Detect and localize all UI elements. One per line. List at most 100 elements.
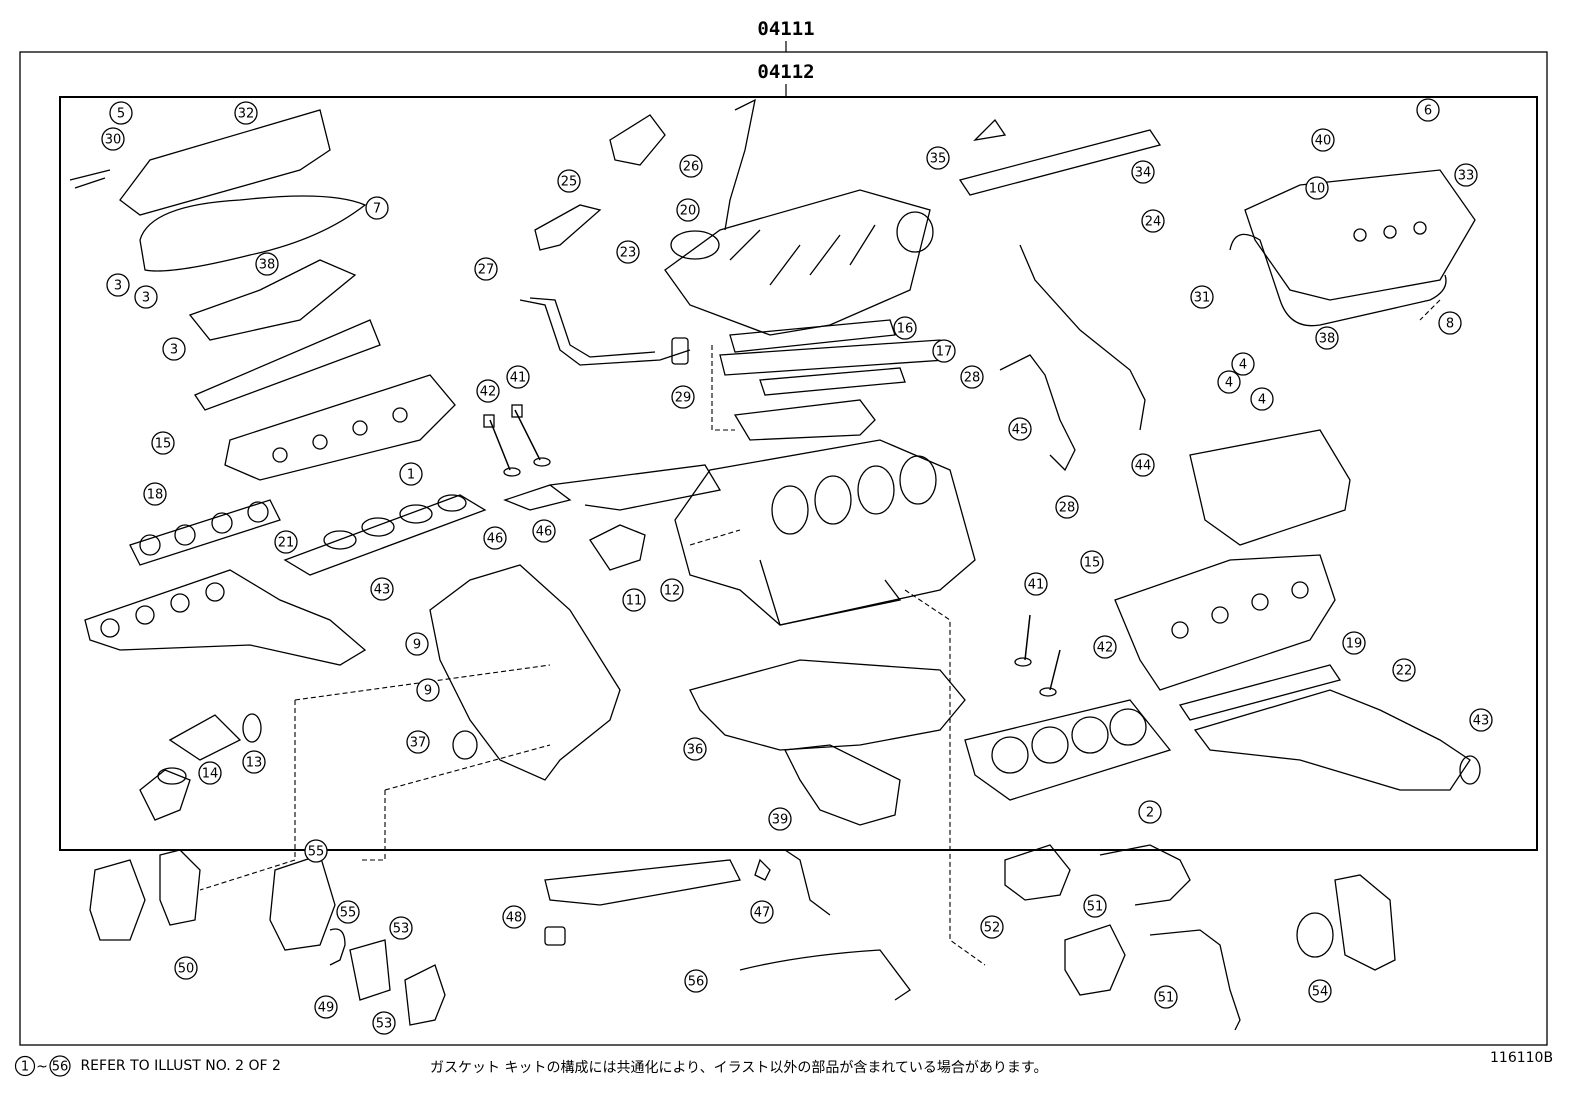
callout-circle [676,198,700,222]
callout-circle [1308,979,1332,1003]
callout-9: 9 [416,678,440,702]
callout-number: 25 [561,175,578,190]
callout-circle [143,482,167,506]
callout-circle [389,916,413,940]
callout-circle [616,240,640,264]
callout-31: 31 [1190,285,1214,309]
callout-3: 3 [134,285,158,309]
callout-43: 43 [1469,708,1493,732]
callout-circle [1190,285,1214,309]
range-end-number: 56 [52,1060,69,1075]
callout-30: 30 [101,127,125,151]
callout-circle [1305,176,1329,200]
callout-circle [502,905,526,929]
footer-japanese-note: ガスケット キットの構成には共通化により、イラスト以外の部品が含まれている場合が… [430,1060,1048,1076]
callout-40: 40 [1311,128,1335,152]
callout-circle [660,578,684,602]
callout-7: 7 [365,196,389,220]
callout-circle [684,969,708,993]
callout-39: 39 [768,807,792,831]
callout-38: 38 [1315,326,1339,350]
callout-circle [1416,98,1440,122]
callout-number: 3 [114,279,122,294]
callout-3: 3 [106,273,130,297]
callout-number: 39 [772,813,789,828]
illustration-number: 116110B [1490,1050,1554,1066]
callout-circle [162,337,186,361]
callout-circle [151,431,175,455]
callout-number: 55 [340,906,357,921]
callout-circle [1311,128,1335,152]
callout-number: 36 [687,743,704,758]
footer-illust-range: 1 ~ 56 REFER TO ILLUST NO. 2 OF 2 [14,1055,281,1077]
callout-number: 10 [1309,182,1326,197]
callout-32: 32 [234,101,258,125]
callout-number: 52 [984,921,1001,936]
callout-1: 1 [399,462,423,486]
callout-number: 3 [142,291,150,306]
callout-number: 31 [1194,291,1211,306]
callout-number: 15 [155,437,172,452]
inner-assembly-part-number: 04112 [757,61,815,83]
callout-circle [314,995,338,1019]
callout-51: 51 [1083,894,1107,918]
callout-49: 49 [314,995,338,1019]
callout-3: 3 [162,337,186,361]
callout-23: 23 [616,240,640,264]
callout-number: 35 [930,152,947,167]
callout-circle [768,807,792,831]
callout-circle [1024,572,1048,596]
callout-24: 24 [1141,209,1165,233]
range-separator: ~ [36,1059,48,1075]
callout-number: 18 [147,488,164,503]
callout-number: 28 [964,371,981,386]
callout-35: 35 [926,146,950,170]
callout-circle [304,839,328,863]
callout-number: 48 [506,911,523,926]
callout-number: 42 [1097,641,1114,656]
callout-number: 41 [1028,578,1045,593]
callout-4: 4 [1250,387,1274,411]
callout-52: 52 [980,915,1004,939]
callout-number: 8 [1446,317,1454,332]
callout-number: 29 [675,391,692,406]
callout-circle [1454,163,1478,187]
callout-circle [1250,387,1274,411]
callout-number: 53 [393,922,410,937]
range-start-number: 1 [21,1060,29,1075]
callout-number: 46 [536,525,553,540]
callout-circle [960,365,984,389]
callout-number: 38 [1319,332,1336,347]
callout-number: 13 [246,756,263,771]
callout-circle [1131,453,1155,477]
callout-number: 1 [407,468,415,483]
callout-number: 38 [259,258,276,273]
callout-circle [1342,631,1366,655]
callout-circle [1438,311,1462,335]
callout-circle [1141,209,1165,233]
callout-circle [1093,635,1117,659]
callout-number: 5 [117,107,125,122]
callout-circle [926,146,950,170]
callout-34: 34 [1131,160,1155,184]
inner-assembly-frame [59,96,1538,851]
callout-33: 33 [1454,163,1478,187]
callout-circle [274,530,298,554]
callout-44: 44 [1131,453,1155,477]
callout-number: 46 [487,532,504,547]
callout-number: 43 [1473,714,1490,729]
callout-4: 4 [1217,370,1241,394]
callout-41: 41 [1024,572,1048,596]
callout-55: 55 [304,839,328,863]
callout-number: 53 [376,1017,393,1032]
callout-circle [416,678,440,702]
callout-circle [1008,417,1032,441]
callout-42: 42 [476,379,500,403]
callout-6: 6 [1416,98,1440,122]
callout-number: 51 [1087,900,1104,915]
callout-circle [476,379,500,403]
callout-circle [932,339,956,363]
callout-number: 23 [620,246,637,261]
